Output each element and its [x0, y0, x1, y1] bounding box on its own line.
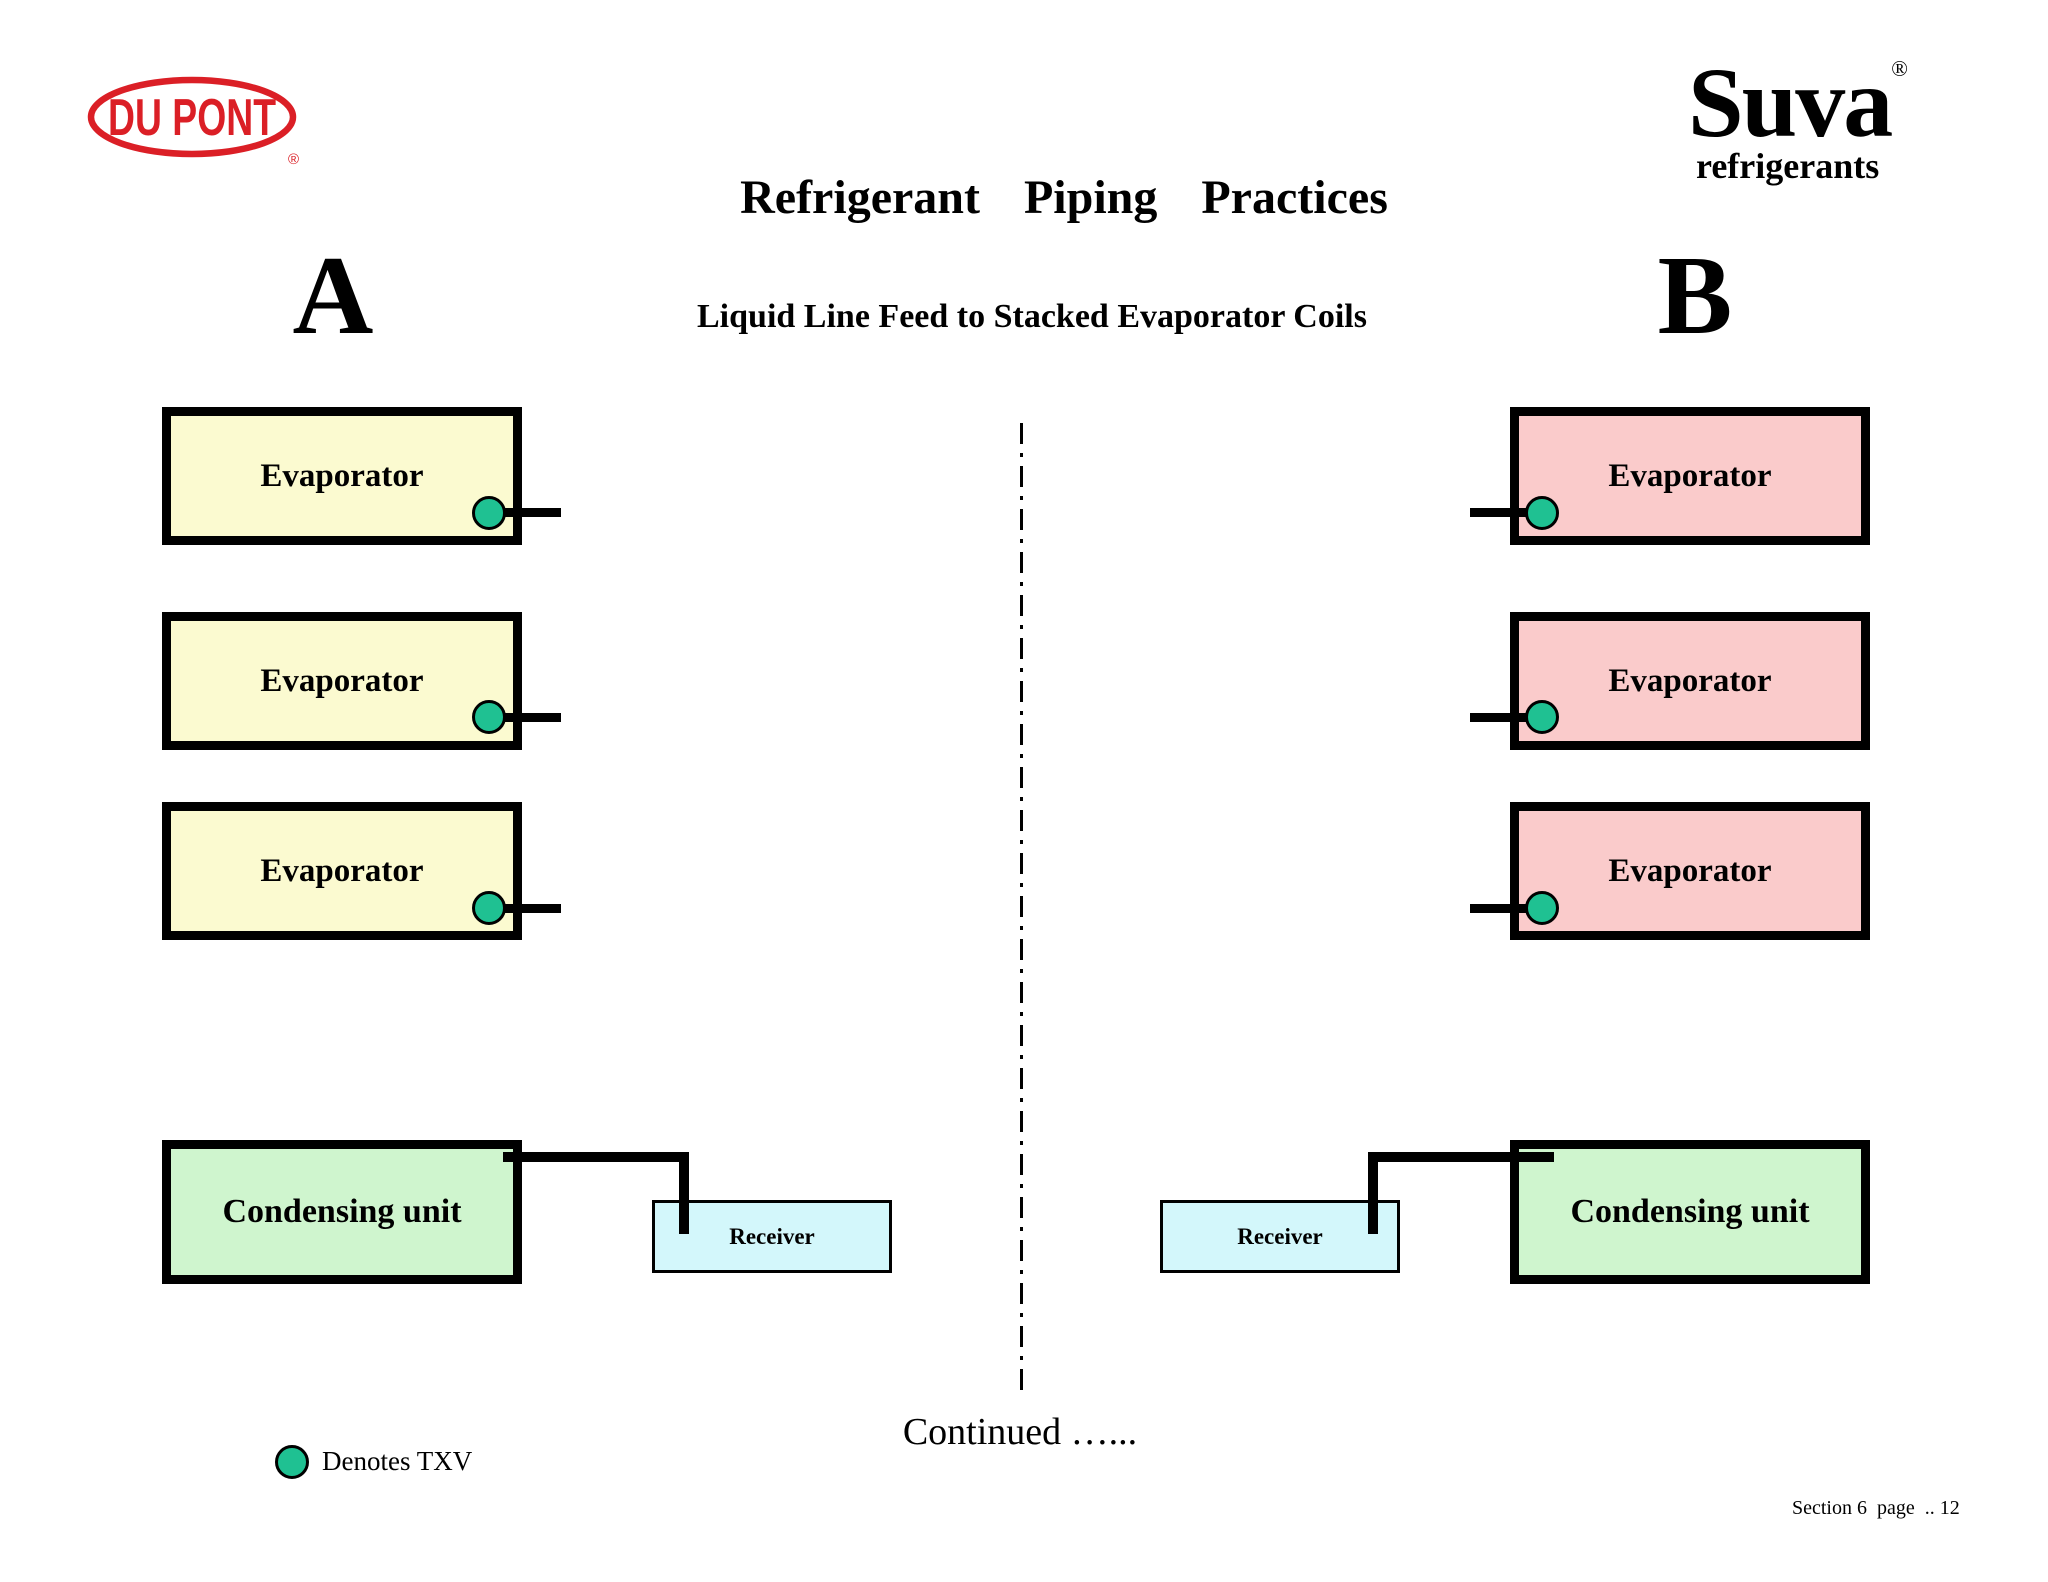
- suva-brand-text: Suva: [1688, 47, 1893, 158]
- txv-icon: [1525, 700, 1559, 734]
- evaporator-box-b2: Evaporator: [1510, 612, 1870, 750]
- receiver-box-b: Receiver: [1160, 1200, 1400, 1273]
- condenser-receiver-pipe: [1368, 1152, 1378, 1234]
- evaporator-box-a2: Evaporator: [162, 612, 522, 750]
- diagram-subtitle: Liquid Line Feed to Stacked Evaporator C…: [697, 298, 1367, 335]
- condenser-receiver-pipe: [1368, 1152, 1554, 1162]
- evaporator-label: Evaporator: [1608, 457, 1772, 494]
- condensing-unit-box-a: Condensing unit: [162, 1140, 522, 1284]
- evaporator-box-b1: Evaporator: [1510, 407, 1870, 545]
- liquid-line-stub: [1470, 713, 1542, 722]
- section-page-number: Section 6 page .. 12: [1792, 1497, 1960, 1519]
- receiver-label: Receiver: [1237, 1223, 1323, 1249]
- receiver-label: Receiver: [729, 1223, 815, 1249]
- suva-registered-icon: ®: [1891, 56, 1908, 81]
- evaporator-label: Evaporator: [1608, 662, 1772, 699]
- page-title: Refrigerant Piping Practices: [740, 171, 1388, 224]
- continued-note: Continued …...: [902, 1411, 1138, 1453]
- condensing-unit-label: Condensing unit: [1570, 1193, 1810, 1230]
- condensing-unit-label: Condensing unit: [222, 1193, 462, 1230]
- dupont-oval-icon: [87, 76, 297, 158]
- suva-brand: Suva®: [1688, 50, 1968, 155]
- liquid-line-stub: [1470, 508, 1542, 517]
- suva-sub-text: refrigerants: [1696, 146, 1880, 186]
- column-a-label: A: [292, 234, 374, 358]
- liquid-line-stub: [489, 904, 561, 913]
- evaporator-box-a1: Evaporator: [162, 407, 522, 545]
- condensing-unit-box-b: Condensing unit: [1510, 1140, 1870, 1284]
- suva-logo: Suva® refrigerants: [1688, 50, 1968, 187]
- dupont-logo: DU PONT ®: [87, 76, 299, 168]
- txv-icon: [472, 700, 506, 734]
- txv-legend-label: Denotes TXV: [322, 1446, 473, 1476]
- dupont-logo-text: DU PONT: [108, 89, 276, 147]
- evaporator-label: Evaporator: [260, 852, 424, 889]
- center-divider-line: [1020, 423, 1023, 1398]
- liquid-line-stub: [489, 508, 561, 517]
- txv-icon: [1525, 496, 1559, 530]
- evaporator-label: Evaporator: [260, 457, 424, 494]
- evaporator-label: Evaporator: [260, 662, 424, 699]
- condenser-receiver-pipe: [503, 1152, 689, 1162]
- liquid-line-stub: [1470, 904, 1542, 913]
- evaporator-box-b3: Evaporator: [1510, 802, 1870, 940]
- receiver-box-a: Receiver: [652, 1200, 892, 1273]
- txv-icon: [1525, 891, 1559, 925]
- txv-icon: [472, 496, 506, 530]
- dupont-registered-icon: ®: [288, 151, 299, 168]
- liquid-line-stub: [489, 713, 561, 722]
- evaporator-label: Evaporator: [1608, 852, 1772, 889]
- condenser-receiver-pipe: [679, 1152, 689, 1234]
- column-b-label: B: [1657, 234, 1733, 358]
- evaporator-box-a3: Evaporator: [162, 802, 522, 940]
- txv-legend-icon: [275, 1445, 309, 1479]
- txv-icon: [472, 891, 506, 925]
